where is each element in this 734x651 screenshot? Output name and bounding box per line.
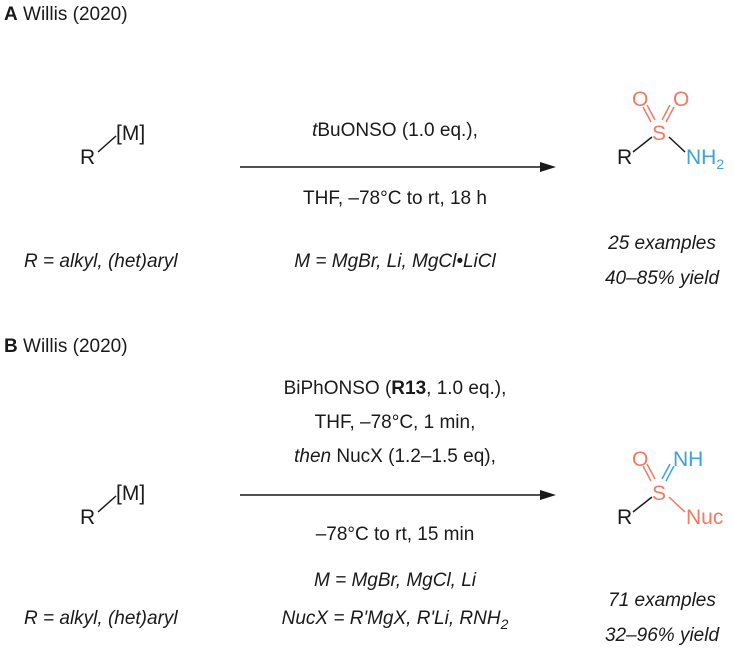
panel-a-header: A Willis (2020): [4, 4, 128, 26]
product-b-nucleophile: Nuc: [686, 506, 724, 529]
reagent-a-bottom: THF, –78°C to rt, 18 h: [303, 188, 487, 209]
product-a-amine: NH2: [686, 146, 725, 173]
substrate-a-metal: [M]: [116, 122, 146, 145]
reagent-b-line-3: then NucX (1.2–1.5 eq),: [294, 446, 496, 467]
reaction-arrow-b-head: [540, 490, 556, 500]
product-b-bond-s-nuc: [668, 496, 686, 513]
reaction-arrow-a-head: [540, 162, 556, 172]
panel-b-r-definition: R = alkyl, (het)aryl: [24, 608, 178, 629]
panel-a-yield: 40–85% yield: [604, 268, 720, 289]
product-b-bond-r-s: [632, 496, 653, 513]
panel-b-nucx-definition: NucX = R'MgX, R'Li, RNH2: [281, 608, 509, 632]
substrate-a-r: R: [80, 146, 96, 169]
panel-a-title: Willis (2020): [23, 4, 128, 25]
product-a-bond-s-o1: [642, 106, 652, 123]
substrate-b-metal: [M]: [116, 482, 146, 505]
panel-b-yield: 32–96% yield: [604, 625, 720, 646]
product-a-bond-s-n: [668, 136, 686, 153]
panel-b-m-definition: M = MgBr, MgCl, Li: [313, 570, 477, 591]
product-a-oxygen-1: O: [632, 88, 649, 111]
product-a-bond-s-o2: [665, 106, 675, 123]
panel-b-letter: B: [4, 336, 18, 357]
panel-a-m-definition: M = MgBr, Li, MgCl•LiCl: [294, 251, 496, 272]
product-a-oxygen-2: O: [673, 88, 690, 111]
reagent-a-top: tBuONSO (1.0 eq.),: [312, 120, 478, 141]
product-b-r: R: [617, 506, 633, 529]
panel-a-examples: 25 examples: [608, 233, 716, 254]
reagent-b-bottom: –78°C to rt, 15 min: [315, 524, 475, 545]
product-a-r: R: [617, 146, 633, 169]
substrate-b-r: R: [80, 506, 96, 529]
product-b-bond-s-n: [665, 465, 675, 482]
product-b-imine: NH: [673, 448, 704, 471]
product-b-bond-s-o: [642, 465, 652, 482]
substrate-b-bond: [97, 495, 117, 513]
panel-b-header: B Willis (2020): [4, 336, 128, 358]
reagent-b-line-1: BiPhONSO (R13, 1.0 eq.),: [283, 378, 507, 399]
product-b-sulfur: S: [652, 482, 667, 505]
reagent-b-line-2: THF, –78°C, 1 min,: [314, 412, 476, 433]
panel-b-title: Willis (2020): [23, 336, 128, 357]
product-b-oxygen: O: [632, 448, 649, 471]
panel-b-examples: 71 examples: [608, 590, 716, 611]
product-a-bond-r-s: [632, 136, 653, 153]
panel-a-letter: A: [4, 4, 18, 25]
panel-a-r-definition: R = alkyl, (het)aryl: [24, 251, 178, 272]
substrate-a-bond: [97, 135, 117, 153]
product-a-sulfur: S: [652, 122, 667, 145]
